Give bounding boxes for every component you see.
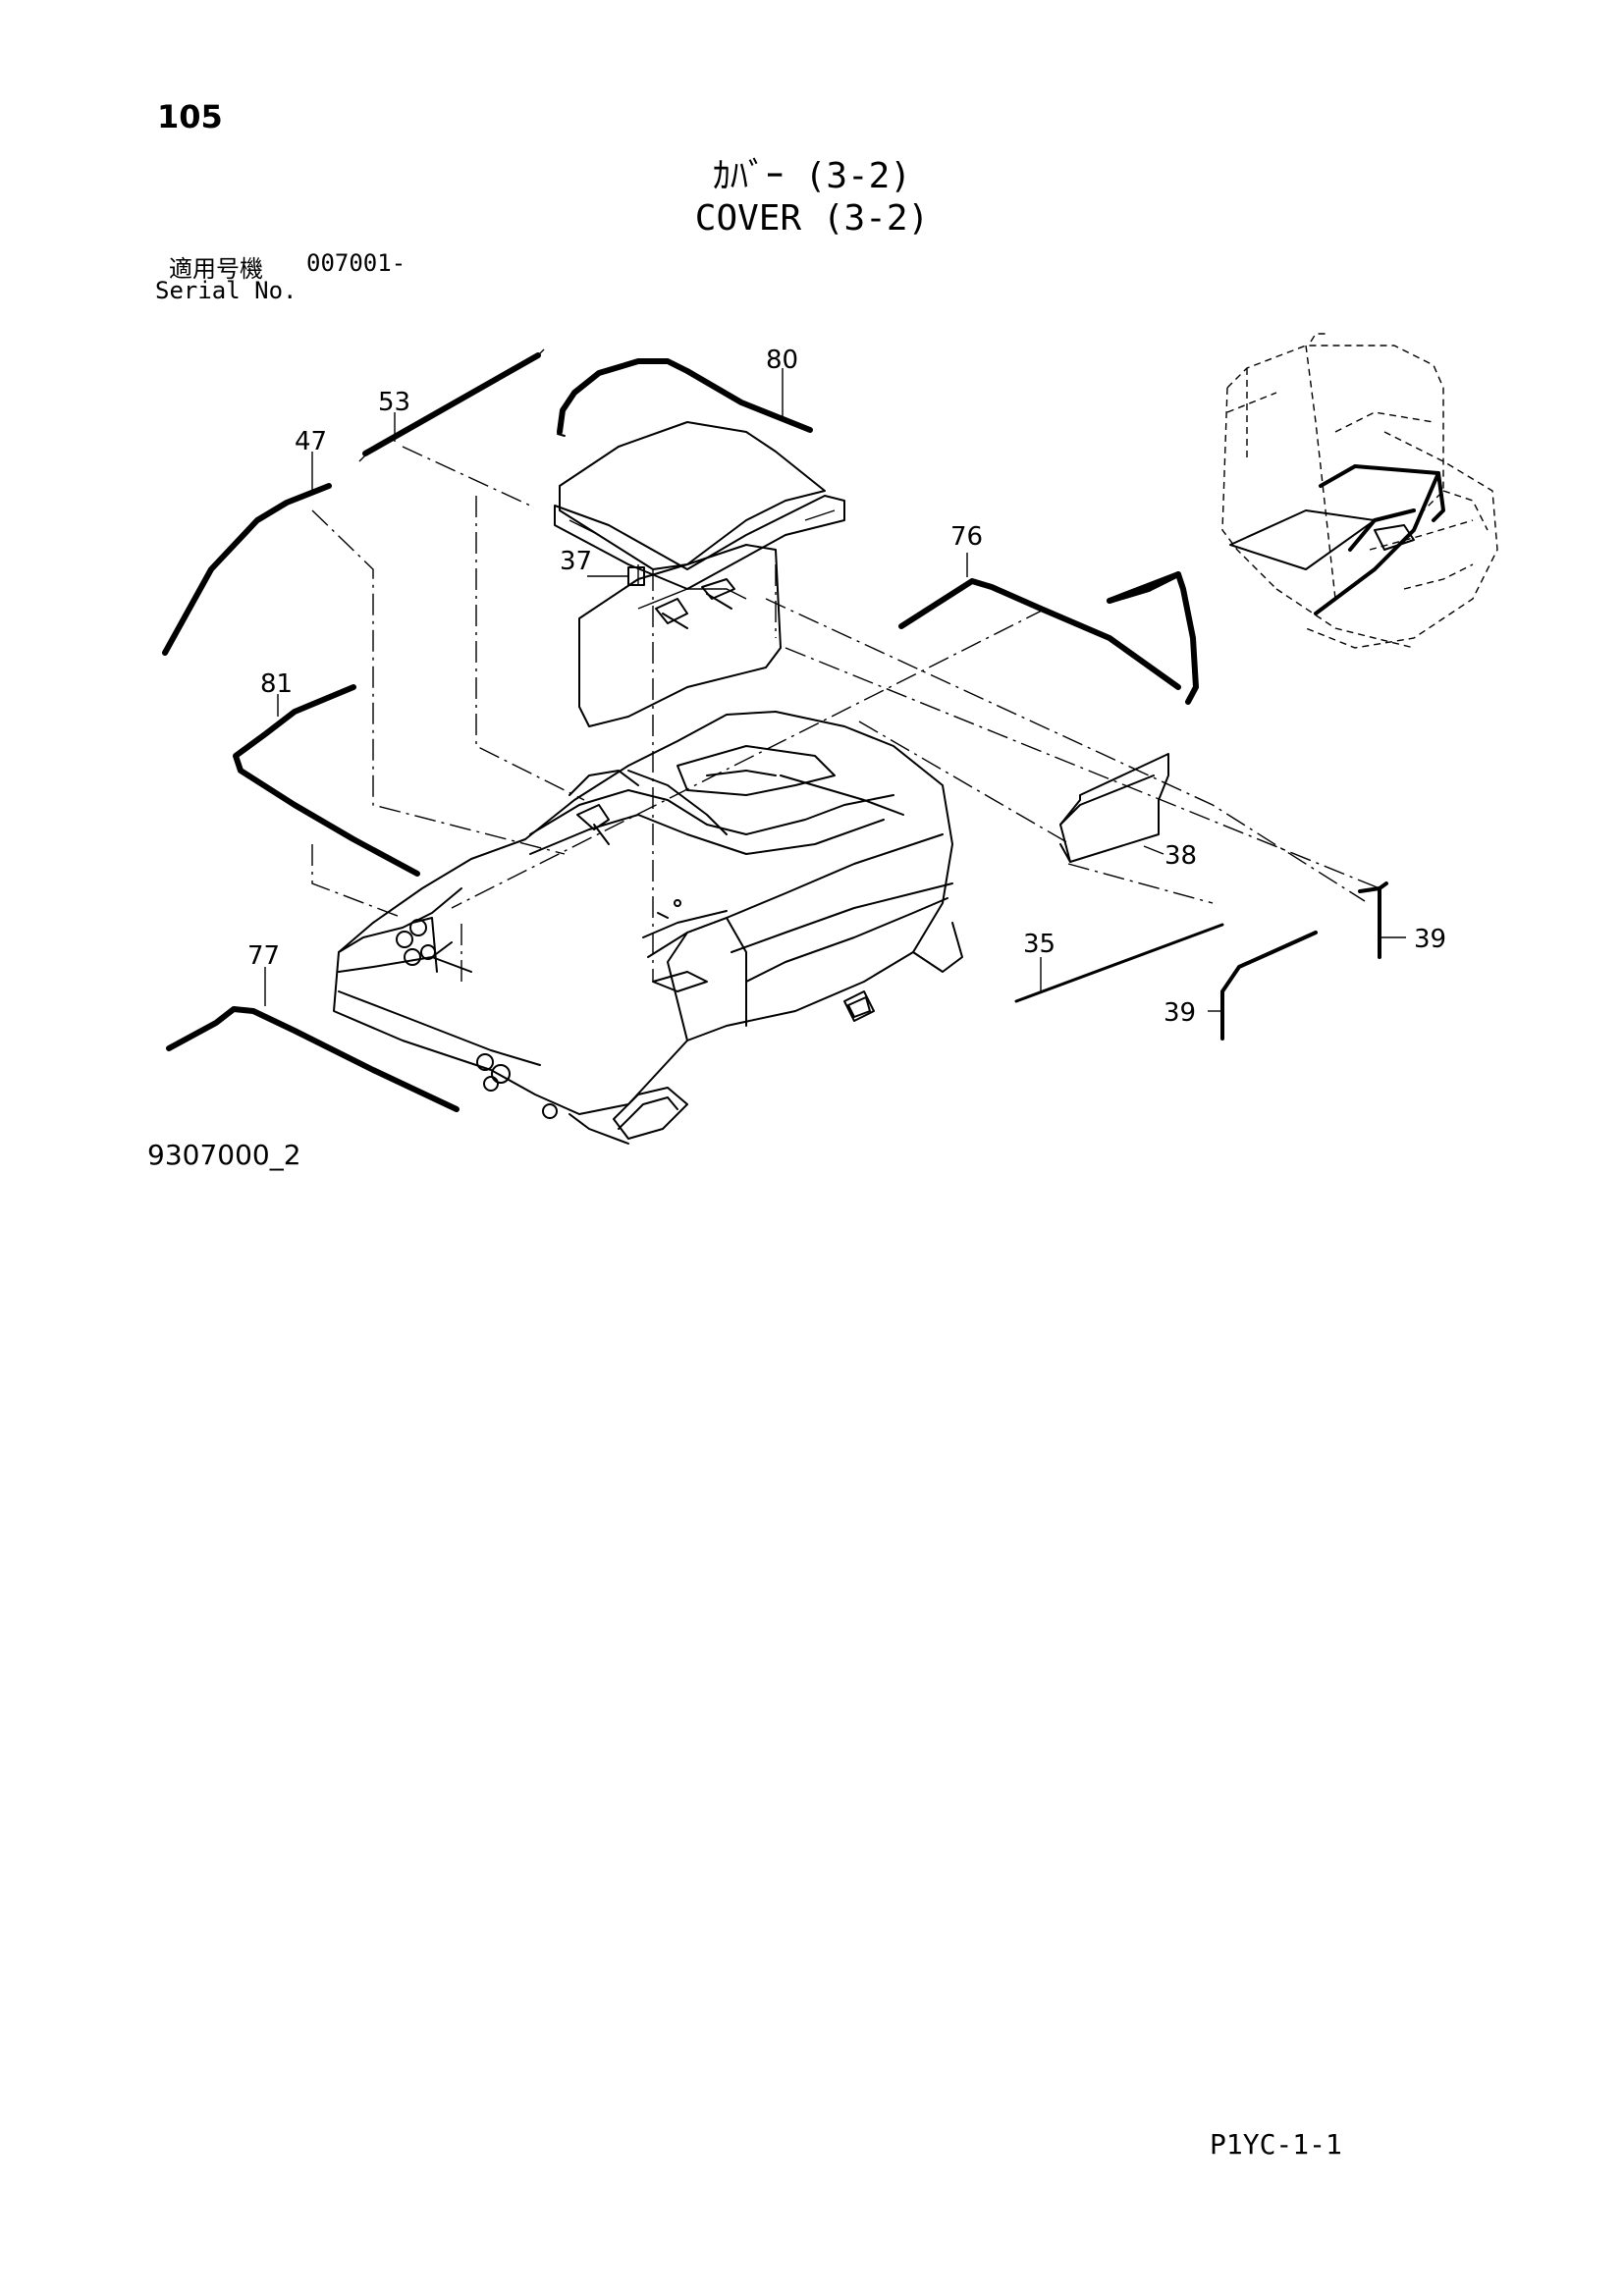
assembly-leader-lines: [311, 446, 1380, 982]
title-japanese: ｶﾊﾞｰ (3-2): [712, 156, 912, 196]
part-38-pad: 38: [1059, 753, 1197, 871]
serial-label-japanese: 適用号機: [169, 255, 263, 283]
callout-80: 80: [766, 346, 798, 375]
figure-number: 9307000_2: [147, 1139, 301, 1171]
part-80-seal: 80: [557, 346, 813, 437]
callout-81: 81: [260, 669, 293, 699]
part-35-seal: 35: [1014, 923, 1224, 1003]
part-81-seal: 81: [233, 669, 420, 877]
part-77-seal: 77: [166, 941, 460, 1112]
callout-37: 37: [560, 547, 592, 576]
upper-panel-assembly: 37: [554, 421, 845, 727]
title-english: COVER (3-2): [694, 198, 930, 239]
part-53-seal: 53: [358, 348, 545, 462]
part-47-seal: 47: [162, 427, 332, 656]
part-76-seal: 76: [898, 522, 1199, 705]
serial-label-english: Serial No.: [155, 277, 298, 304]
callout-39-upper: 39: [1414, 925, 1446, 954]
footer-page-code: P1YC-1-1: [1210, 2128, 1342, 2161]
callout-38: 38: [1164, 841, 1197, 871]
callout-39-lower: 39: [1164, 998, 1196, 1028]
callout-53: 53: [378, 388, 410, 417]
main-cover-body: [333, 711, 963, 1145]
page-number: 105: [157, 98, 223, 135]
callout-47: 47: [295, 427, 327, 456]
callout-77: 77: [247, 941, 280, 971]
callout-76: 76: [950, 522, 983, 552]
machine-overview-inset: [1221, 333, 1498, 649]
part-39-seals: 39 39: [1164, 881, 1446, 1041]
serial-number-value: 007001-: [306, 249, 406, 277]
callout-35: 35: [1023, 930, 1056, 959]
